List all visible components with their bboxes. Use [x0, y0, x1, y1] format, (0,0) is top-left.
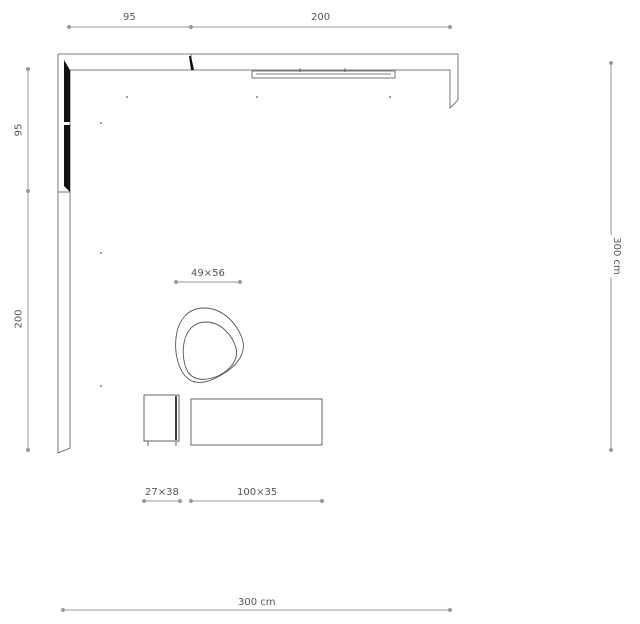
dim-tick: [142, 499, 146, 503]
light-bar: [251, 70, 396, 79]
side-table-outline: [143, 394, 180, 442]
left-wall-end: [57, 447, 71, 454]
top-wall-end: [449, 70, 459, 109]
dim-tick: [189, 25, 193, 29]
dimension-lines: [26, 25, 613, 612]
dim-tick: [238, 280, 242, 284]
dim-label-side-table: 27×38: [143, 487, 181, 499]
armchair-outer: [175, 307, 244, 383]
side-table: [143, 394, 180, 446]
reference-dots: [100, 96, 391, 387]
dim-label-bench: 100×35: [235, 487, 280, 499]
walls: [57, 53, 459, 454]
armchair-seat: [182, 321, 238, 380]
dim-tick: [26, 67, 30, 71]
dim-tick: [61, 608, 65, 612]
dim-tick: [609, 448, 613, 452]
dim-label-top-left: 95: [121, 12, 138, 24]
bench: [190, 398, 323, 446]
dim-tick: [448, 608, 452, 612]
dim-tick: [174, 280, 178, 284]
dark-wall-segments: [64, 56, 194, 192]
reference-dot: [256, 96, 258, 98]
dim-tick: [178, 499, 182, 503]
reference-dot: [100, 122, 102, 124]
dark-wall-segment: [189, 56, 194, 70]
armchair: [175, 307, 244, 383]
reference-dot: [389, 96, 391, 98]
dim-tick: [26, 448, 30, 452]
dim-tick: [189, 499, 193, 503]
reference-dot: [100, 385, 102, 387]
dark-wall-segment: [64, 60, 70, 122]
bench-outline: [190, 398, 323, 446]
dim-tick: [448, 25, 452, 29]
reference-dot: [100, 252, 102, 254]
dim-label-bottom-total: 300 cm: [236, 597, 278, 609]
dim-label-left-upper: 95: [13, 121, 26, 139]
dim-tick: [26, 189, 30, 193]
dim-tick: [67, 25, 71, 29]
dim-tick: [320, 499, 324, 503]
dim-tick: [609, 61, 613, 65]
dark-wall-segment: [64, 125, 70, 192]
dim-label-chair: 49×56: [189, 268, 227, 280]
dim-label-left-lower: 200: [13, 307, 26, 331]
dim-label-top-right: 200: [309, 12, 333, 24]
dim-label-right-total: 300 cm: [609, 235, 622, 277]
wall-light-fixture: [251, 68, 396, 79]
reference-dot: [126, 96, 128, 98]
